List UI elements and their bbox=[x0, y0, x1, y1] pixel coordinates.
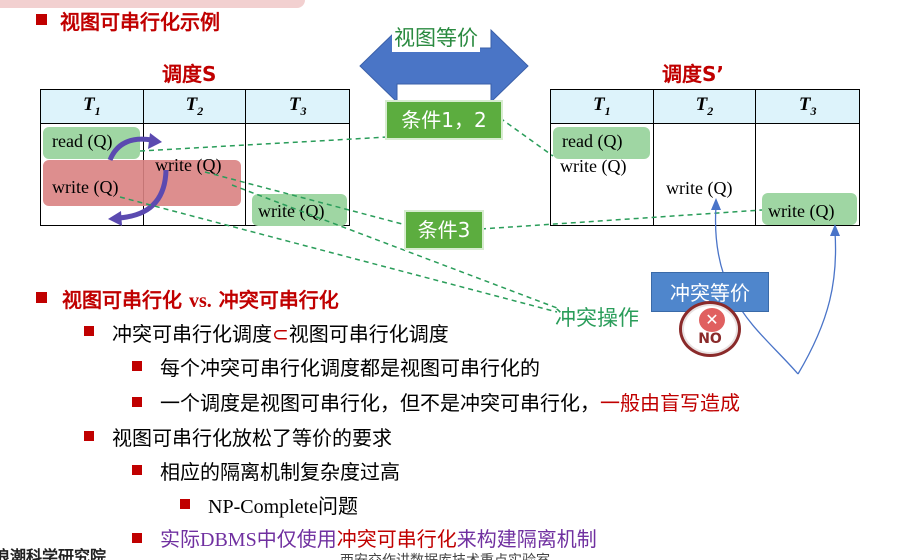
s2-read-highlight bbox=[553, 127, 650, 159]
heading-bullet bbox=[36, 14, 47, 25]
s-write-q-t2: write (Q) bbox=[155, 155, 222, 175]
schedule-s2-title: 调度S’ bbox=[662, 62, 725, 86]
bullet-3-text: 每个冲突可串行化调度都是视图可串行化的 bbox=[160, 356, 540, 380]
view-equivalence-label: 视图等价 bbox=[392, 22, 480, 52]
schedule-s2-header-t1: T1 bbox=[550, 89, 654, 124]
corner-decoration bbox=[0, 0, 305, 8]
bullet-3-marker bbox=[132, 361, 142, 371]
s2-write-q-t3: write (Q) bbox=[768, 201, 835, 221]
bullet-4-marker bbox=[132, 397, 142, 407]
footer-left-logo-text: 浪潮科学研究院 bbox=[0, 547, 107, 560]
bullet-1-text: 视图可串行化 vs. 冲突可串行化 bbox=[62, 288, 339, 312]
s-write-q-t3: write (Q) bbox=[258, 201, 325, 221]
bullet-2-marker bbox=[84, 326, 94, 336]
bullet-5-text: 视图可串行化放松了等价的要求 bbox=[112, 426, 392, 450]
bullet-1-marker bbox=[36, 292, 47, 303]
bullet-5-marker bbox=[84, 431, 94, 441]
footer-center-text: 西安交作讲数据库技术重点实验室 bbox=[340, 550, 550, 560]
bullet-7-marker bbox=[180, 499, 190, 509]
condition-3-label: 条件3 bbox=[404, 210, 484, 250]
schedule-s-title: 调度S bbox=[162, 62, 217, 86]
schedule-s-header-t2: T2 bbox=[142, 89, 247, 124]
schedule-s-header-t1: T1 bbox=[40, 89, 144, 124]
bullet-6-text: 相应的隔离机制复杂度过高 bbox=[160, 460, 400, 484]
bullet-6-marker bbox=[132, 465, 142, 475]
bullet-7-text: NP-Complete问题 bbox=[208, 494, 358, 518]
bullet-2-text: 冲突可串行化调度⊂视图可串行化调度 bbox=[112, 322, 449, 346]
schedule-s-header-t3: T3 bbox=[245, 89, 350, 124]
conflict-operations-label: 冲突操作 bbox=[555, 306, 639, 330]
no-badge-text: NO bbox=[698, 331, 722, 347]
condition-1-2-label: 条件1，2 bbox=[385, 100, 503, 140]
s2-write-q-t1: write (Q) bbox=[560, 156, 627, 176]
schedule-s2-header-t3: T3 bbox=[755, 89, 860, 124]
page-title: 视图可串行化示例 bbox=[60, 10, 220, 34]
s2-write-q-t2: write (Q) bbox=[666, 178, 733, 198]
no-badge-icon: ✕ NO bbox=[679, 301, 741, 357]
s-read-q: read (Q) bbox=[52, 131, 113, 151]
schedule-s2-header-t2: T2 bbox=[652, 89, 757, 124]
s-write-q-t1: write (Q) bbox=[52, 177, 119, 197]
bullet-8-text: 实际DBMS中仅使用冲突可串行化来构建隔离机制 bbox=[160, 527, 597, 551]
schedule-s2-cell-t2 bbox=[652, 123, 757, 226]
bullet-4-text: 一个调度是视图可串行化，但不是冲突可串行化，一般由盲写造成 bbox=[160, 391, 740, 415]
bullet-8-marker bbox=[132, 533, 142, 543]
s2-read-q: read (Q) bbox=[562, 131, 623, 151]
no-badge-cross-icon: ✕ bbox=[699, 308, 725, 332]
